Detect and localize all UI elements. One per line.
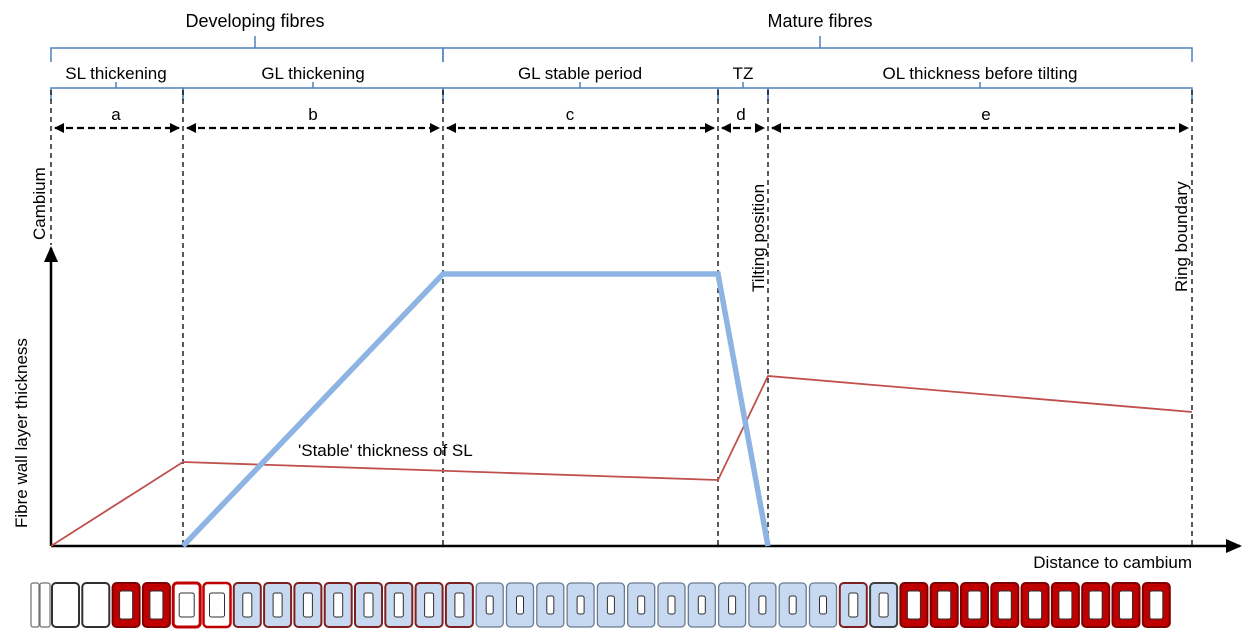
interval-label-d: d <box>736 105 745 124</box>
interval-label-a: a <box>111 105 121 124</box>
fibre-cell <box>51 582 80 628</box>
stage-label-tz: TZ <box>733 64 754 83</box>
fibre-cell-lumen <box>272 592 283 618</box>
interval-label-b: b <box>308 105 317 124</box>
stage-bracket-gl <box>182 87 444 100</box>
stage-label-ol: OL thickness before tilting <box>883 64 1078 83</box>
mature-bracket <box>442 47 1193 62</box>
stage-label-glstable: GL stable period <box>518 64 642 83</box>
fibre-cell-lumen <box>546 595 555 615</box>
stage-label-sl: SL thickening <box>65 64 166 83</box>
phase-brackets: Developing fibres Mature fibres <box>50 11 1193 62</box>
y-axis-label: Fibre wall layer thickness <box>12 338 31 528</box>
fibre-cell-lumen <box>516 595 524 615</box>
fibre-cell-lumen <box>1088 590 1103 620</box>
fibre-cell-lumen <box>424 592 435 618</box>
fibre-cell-lumen <box>485 595 494 615</box>
stage-brackets: SL thickening GL thickening GL stable pe… <box>50 64 1193 100</box>
fibre-cell-lumen <box>606 595 615 615</box>
fibre-cell-lumen <box>119 590 134 620</box>
fibre-cell-lumen <box>997 590 1012 620</box>
axes: Fibre wall layer thickness Distance to c… <box>12 246 1242 572</box>
fibre-cell-lumen <box>937 590 952 620</box>
marker-ring: Ring boundary <box>1172 181 1191 292</box>
fibre-cell-lumen <box>149 590 164 620</box>
fibre-cell-lumen <box>848 592 859 618</box>
marker-cambium: Cambium <box>30 167 49 240</box>
stage-bracket-tz <box>717 87 769 100</box>
marker-tilting: Tilting position <box>749 184 768 292</box>
fibre-cell-lumen <box>697 595 706 615</box>
fibre-cell-lumen <box>788 595 797 615</box>
fibre-cell-lumen <box>333 592 344 618</box>
gl-thickness-line <box>181 271 771 548</box>
fibre-cell-lumen <box>667 595 676 615</box>
fibre-cell-lumen <box>178 592 195 618</box>
fibre-cell-lumen <box>454 592 465 618</box>
fibre-cell <box>81 582 111 628</box>
fibre-cell-lumen <box>906 590 921 620</box>
fibre-cell-lumen <box>878 592 889 618</box>
fibre-cell-lumen <box>758 595 767 615</box>
stage-bracket-ol <box>767 87 1193 100</box>
interval-labels: a b c d e <box>111 105 990 124</box>
interval-label-c: c <box>566 105 575 124</box>
fibre-cell-lumen <box>1028 590 1043 620</box>
fibre-cell-lumen <box>1149 590 1164 620</box>
fibre-cell-lumen <box>1119 590 1133 620</box>
fibre-cell <box>30 582 40 628</box>
fibre-cell-lumen <box>728 595 737 615</box>
phase-label-mature: Mature fibres <box>767 11 872 31</box>
fibre-cell-lumen <box>242 592 253 618</box>
fibre-cell-lumen <box>302 592 313 618</box>
fibre-cell-lumen <box>819 595 827 615</box>
interval-label-e: e <box>981 105 990 124</box>
fibre-cell-lumen <box>637 595 646 615</box>
fibre-cell-lumen <box>209 592 225 618</box>
stage-bracket-sl <box>50 87 184 100</box>
phase-label-developing: Developing fibres <box>185 11 324 31</box>
stage-bracket-glstable <box>442 87 719 100</box>
x-axis-label: Distance to cambium <box>1033 553 1192 572</box>
developing-bracket <box>50 47 444 62</box>
fibre-cell-lumen <box>393 592 404 618</box>
stable-sl-annotation: 'Stable' thickness of SL <box>298 441 473 460</box>
fibre-cell-lumen <box>967 590 982 620</box>
fibre-cell-lumen <box>576 595 585 615</box>
fibre-cell <box>39 582 51 628</box>
fibre-cell-lumen <box>1058 590 1073 620</box>
fibre-cell-row <box>30 581 1171 629</box>
sl-ol-thickness-line <box>50 375 1193 547</box>
fibre-cell-lumen <box>363 592 374 618</box>
stage-label-gl: GL thickening <box>261 64 364 83</box>
